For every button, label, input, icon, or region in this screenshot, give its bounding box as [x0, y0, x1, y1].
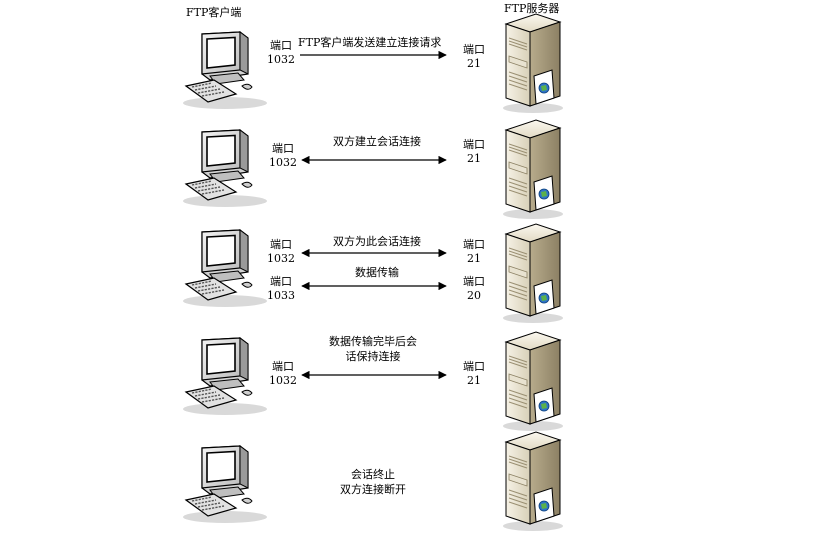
bidirectional-arrow [301, 155, 447, 165]
data-transfer-message: 数据传输 [355, 266, 399, 279]
client-computer-icon [180, 30, 270, 110]
server-port-label: 端口 [463, 360, 485, 373]
client-computer-icon [180, 228, 270, 308]
server-port-label: 端口 [463, 238, 485, 251]
client-computer-icon [180, 444, 270, 524]
client-port-number: 1032 [267, 252, 295, 265]
server-port-number: 21 [467, 152, 481, 165]
transfer-complete-message-line1: 数据传输完毕后会 [329, 335, 417, 348]
server-port-label: 端口 [463, 138, 485, 151]
server-port-number: 20 [467, 289, 481, 302]
client-port-number: 1033 [267, 289, 295, 302]
server-icon [498, 328, 568, 432]
server-port-label: 端口 [463, 43, 485, 56]
client-port-number: 1032 [267, 53, 295, 66]
server-title: FTP服务器 [504, 2, 560, 15]
server-port-number: 21 [467, 57, 481, 70]
client-port-label: 端口 [272, 142, 294, 155]
server-icon [498, 116, 568, 220]
server-icon [498, 428, 568, 532]
client-port-label: 端口 [270, 238, 292, 251]
request-arrow [300, 50, 447, 60]
server-icon [498, 220, 568, 324]
client-port-number: 1032 [269, 156, 297, 169]
server-port-label: 端口 [463, 275, 485, 288]
client-title: FTP客户端 [186, 6, 242, 19]
session-terminated-message-line2: 双方连接断开 [340, 483, 406, 496]
bidirectional-arrow [301, 248, 447, 258]
bidirectional-arrow [301, 370, 447, 380]
client-port-label: 端口 [270, 39, 292, 52]
connection-request-message: FTP客户端发送建立连接请求 [298, 36, 442, 49]
client-port-label: 端口 [272, 360, 294, 373]
session-connection-message: 双方为此会话连接 [333, 235, 421, 248]
server-icon [498, 10, 568, 114]
client-computer-icon [180, 336, 270, 416]
transfer-complete-message-line2: 话保持连接 [345, 350, 401, 363]
client-computer-icon [180, 128, 270, 208]
client-port-label: 端口 [270, 275, 292, 288]
server-port-number: 21 [467, 374, 481, 387]
server-port-number: 21 [467, 252, 481, 265]
session-terminated-message-line1: 会话终止 [351, 468, 395, 481]
bidirectional-arrow [301, 281, 447, 291]
session-established-message: 双方建立会话连接 [333, 135, 421, 148]
client-port-number: 1032 [269, 374, 297, 387]
